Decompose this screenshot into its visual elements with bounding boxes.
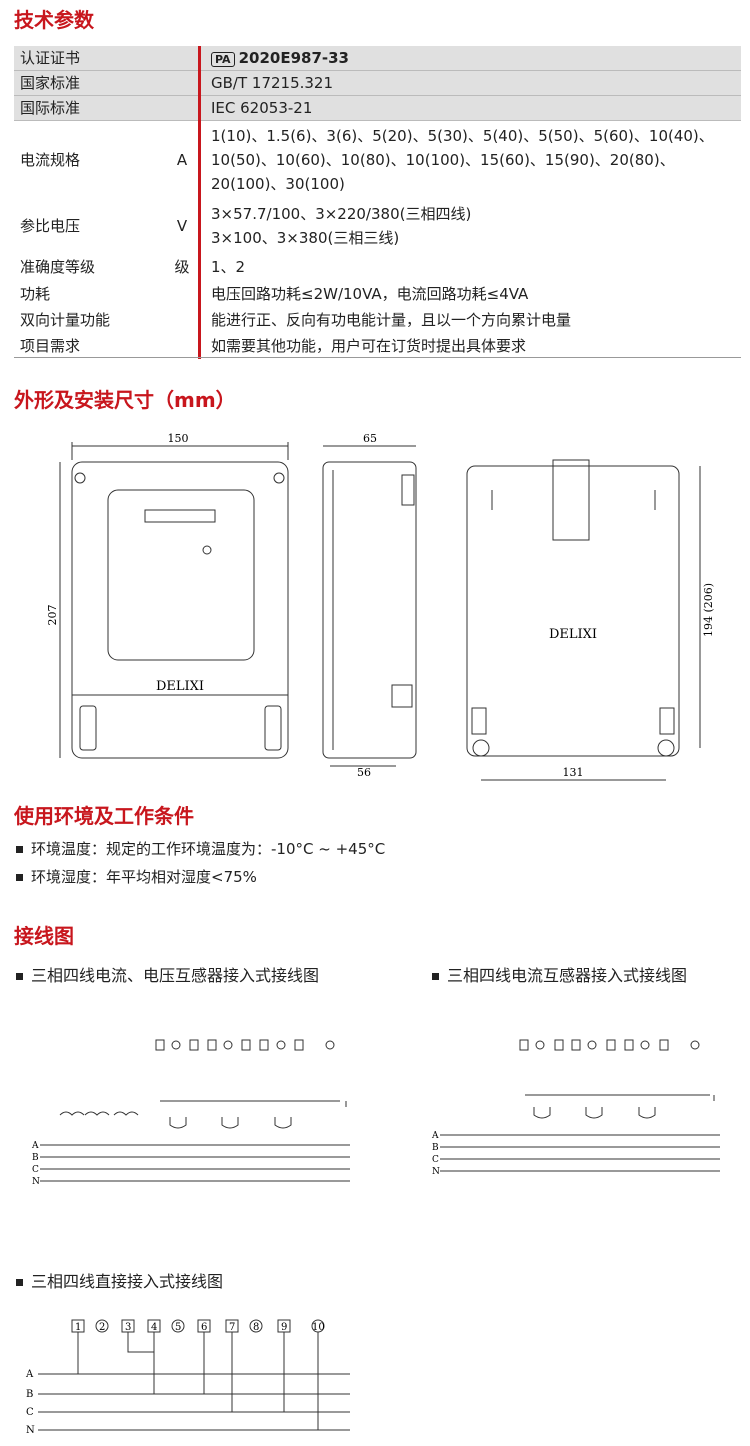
terminal-label: 9 bbox=[281, 1322, 287, 1333]
phase-label: C bbox=[32, 1165, 39, 1175]
brand-logo-front: DELIXI bbox=[156, 679, 204, 694]
phase-label: C bbox=[432, 1155, 439, 1165]
phase-label: B bbox=[32, 1153, 39, 1163]
brand-logo-back: DELIXI bbox=[549, 627, 597, 642]
terminal-label: 1 bbox=[75, 1322, 81, 1333]
table-bottom-line bbox=[14, 357, 741, 358]
dim-back-width: 131 bbox=[563, 766, 584, 779]
spec-row: 项目需求 如需要其他功能，用户可在订货时提出具体要求 bbox=[14, 332, 741, 359]
spec-row: 双向计量功能 能进行正、反向有功电能计量，且以一个方向累计电量 bbox=[14, 306, 741, 333]
env-line: 环境湿度：年平均相对湿度<75% bbox=[16, 866, 257, 887]
terminal-label: 6 bbox=[201, 1322, 207, 1333]
dim-side-depth-bottom: 56 bbox=[357, 766, 371, 779]
spec-row: 国际标准 IEC 62053-21 bbox=[14, 95, 741, 121]
diagram-title: 三相四线电流互感器接入式接线图 bbox=[432, 962, 687, 986]
section-title-environment: 使用环境及工作条件 bbox=[14, 804, 194, 828]
env-line: 环境温度：规定的工作环境温度为：-10°C ~ +45°C bbox=[16, 838, 385, 859]
phase-label: N bbox=[32, 1177, 40, 1187]
dim-side-depth-top: 65 bbox=[363, 432, 377, 445]
phase-label: N bbox=[26, 1425, 35, 1436]
phase-label: C bbox=[26, 1407, 34, 1418]
section-title-dimensions: 外形及安装尺寸（mm） bbox=[14, 388, 236, 412]
phase-label: B bbox=[432, 1143, 439, 1153]
terminal-label: 8 bbox=[253, 1322, 259, 1333]
terminal-label: 5 bbox=[175, 1322, 181, 1333]
phase-label: N bbox=[432, 1167, 440, 1177]
spec-row: 参比电压 V 3×57.7/100、3×220/380(三相四线) 3×100、… bbox=[14, 198, 741, 253]
dimension-drawings: 150 207 65 56 194 (206) 131 DELIXI DELIX… bbox=[46, 432, 715, 781]
phase-label: A bbox=[25, 1369, 34, 1380]
diagram-title: 三相四线电流、电压互感器接入式接线图 bbox=[16, 962, 319, 986]
spec-row: 功耗 电压回路功耗≤2W/10VA，电流回路功耗≤4VA bbox=[14, 280, 741, 307]
section-title-specs: 技术参数 bbox=[14, 8, 94, 32]
dim-back-height: 194 (206) bbox=[702, 583, 715, 637]
section-title-wiring: 接线图 bbox=[14, 924, 74, 948]
dim-height: 207 bbox=[46, 605, 59, 626]
spec-row: 准确度等级 级 1、2 bbox=[14, 252, 741, 281]
spec-row: 电流规格 A 1(10)、1.5(6)、3(6)、5(20)、5(30)、5(4… bbox=[14, 120, 741, 199]
terminal-label: 7 bbox=[229, 1322, 235, 1333]
spec-key: 认证证书 bbox=[14, 46, 166, 71]
phase-label: A bbox=[31, 1141, 39, 1151]
terminal-label: 4 bbox=[151, 1322, 157, 1333]
pa-badge: PA bbox=[211, 52, 235, 67]
diagram-title: 三相四线直接接入式接线图 bbox=[16, 1268, 223, 1292]
wiring-diagram-1: A B C N bbox=[31, 1039, 350, 1187]
terminal-label: 2 bbox=[99, 1322, 105, 1333]
dim-front-width: 150 bbox=[168, 432, 189, 445]
phase-label: B bbox=[26, 1389, 33, 1400]
wiring-diagram-3: 1 2 3 4 5 6 7 8 9 10 A B C N bbox=[25, 1319, 350, 1436]
terminal-label: 3 bbox=[125, 1322, 131, 1333]
wiring-diagram-2: A B C N bbox=[431, 1039, 720, 1177]
terminal-label: 10 bbox=[312, 1322, 325, 1333]
phase-label: A bbox=[431, 1131, 439, 1141]
spec-row: 国家标准 GB/T 17215.321 bbox=[14, 70, 741, 96]
